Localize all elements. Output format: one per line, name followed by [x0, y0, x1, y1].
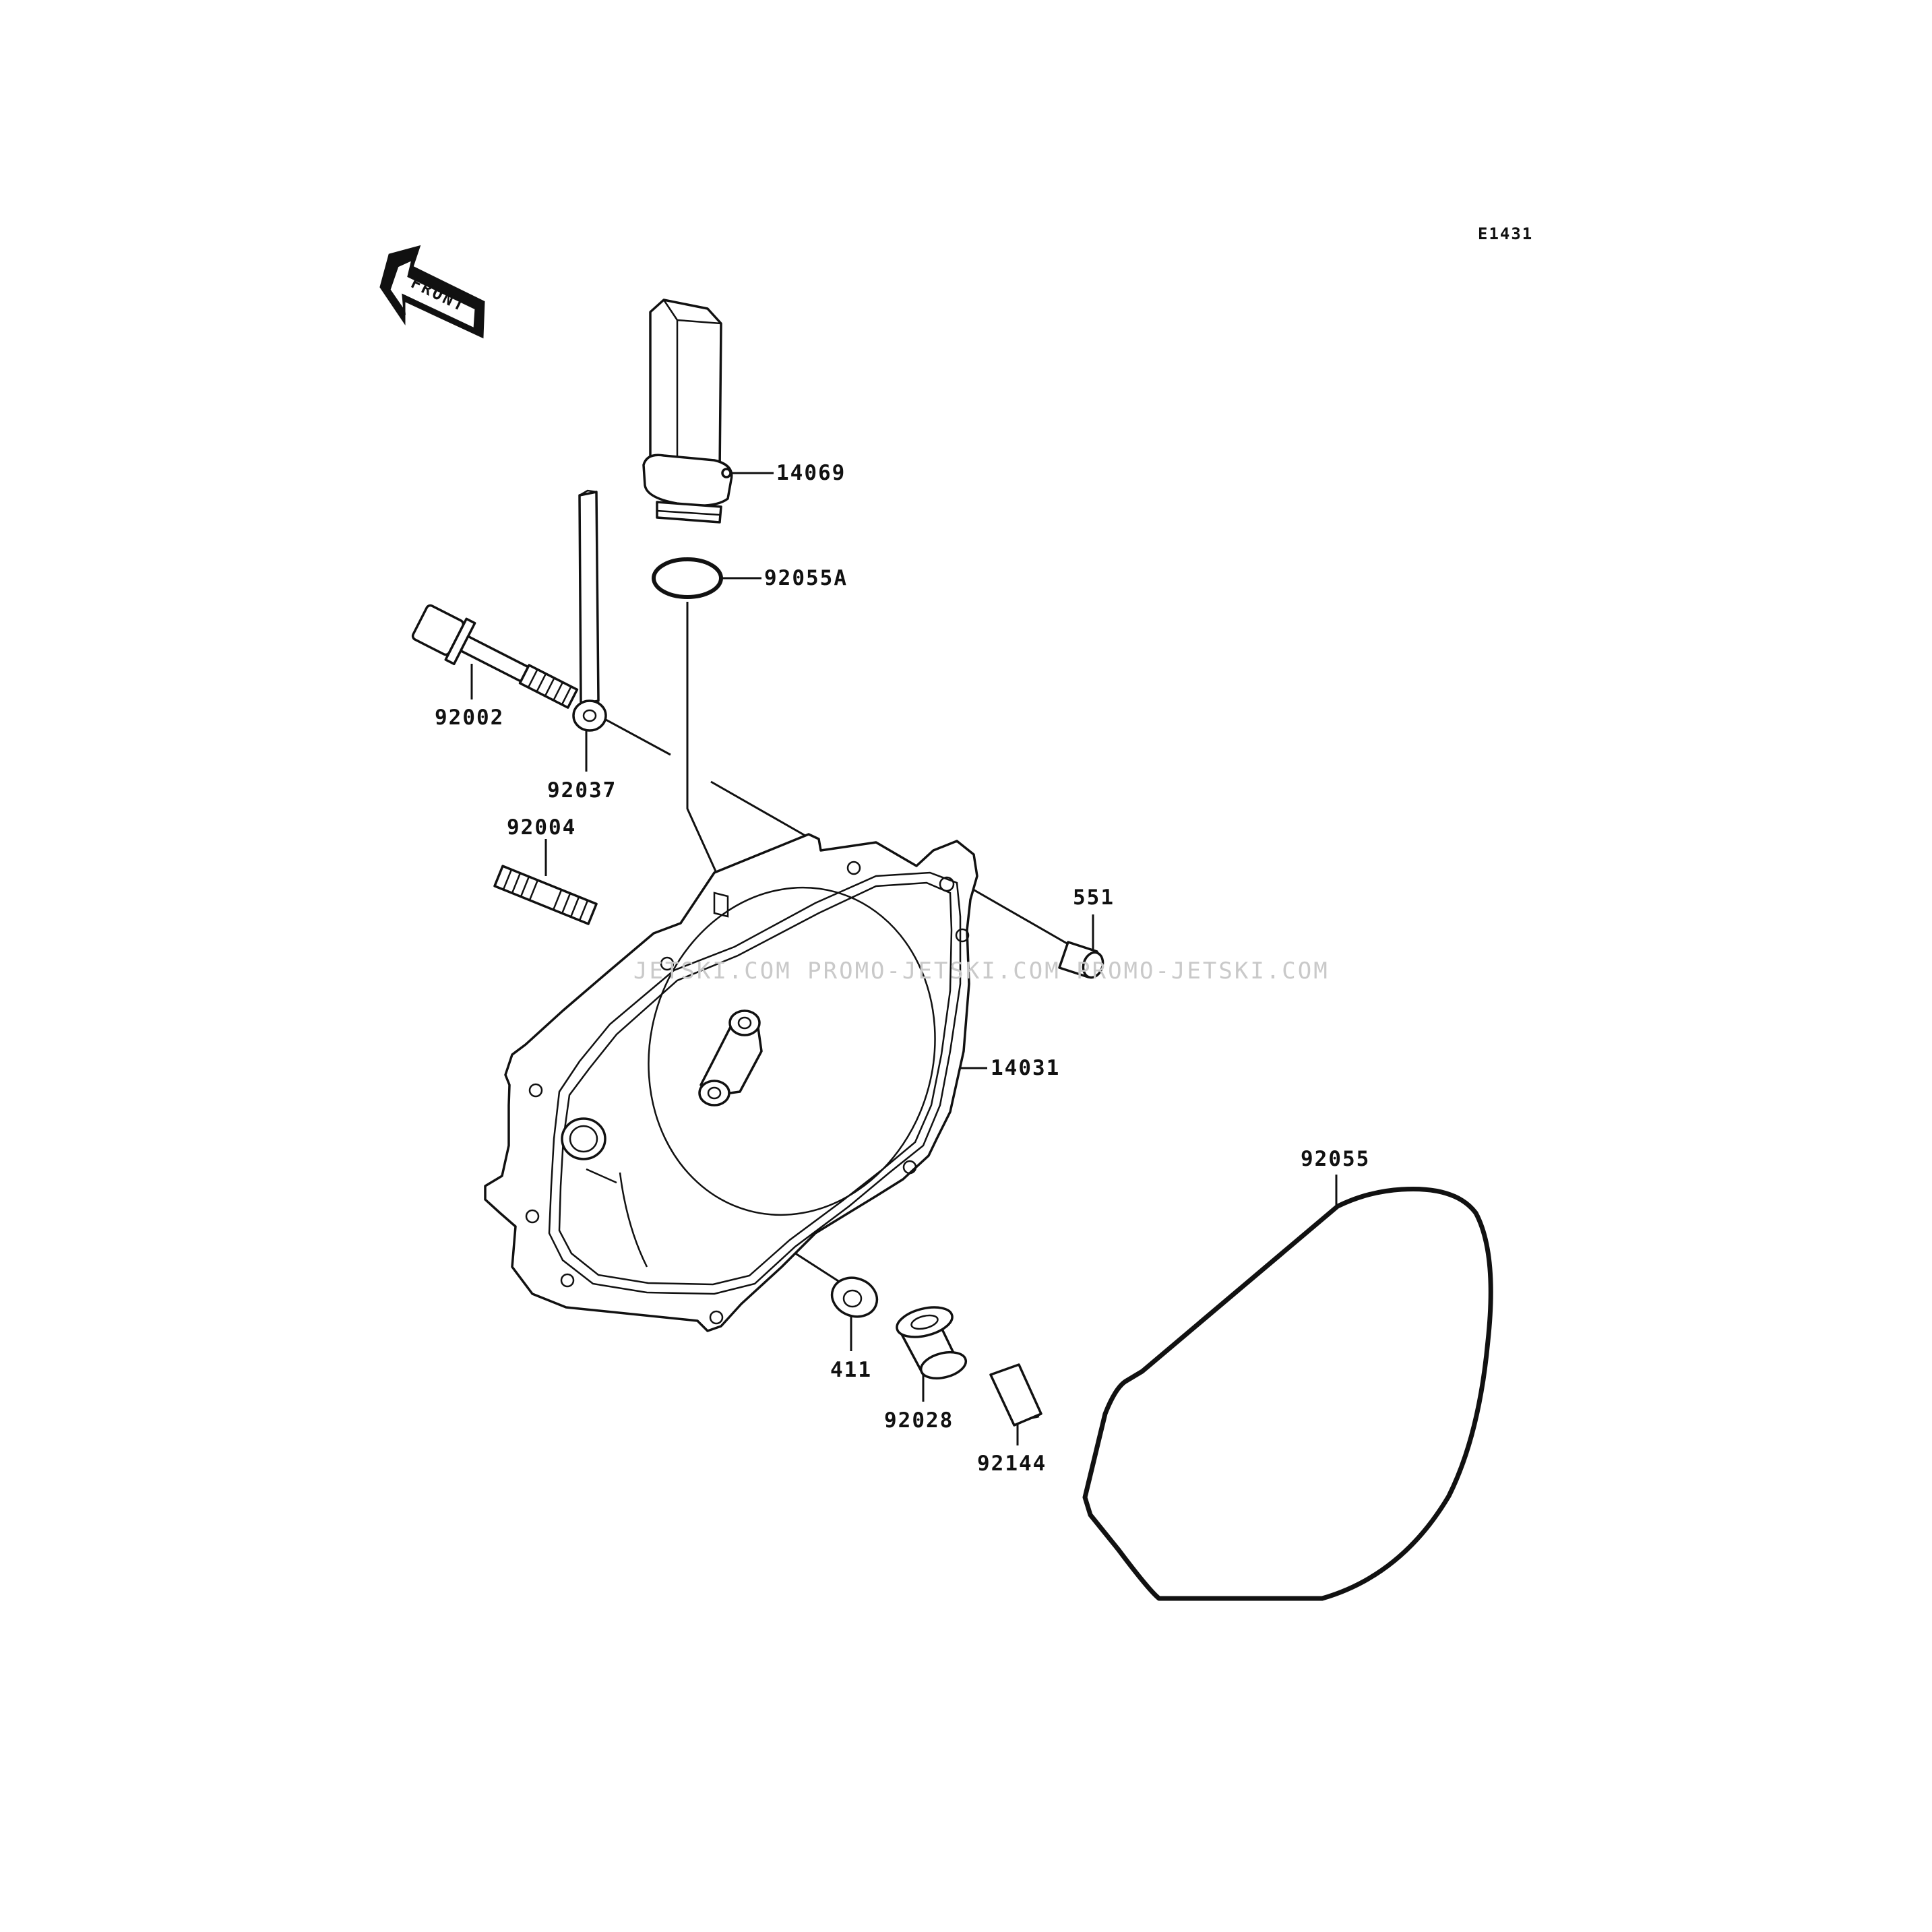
part-label-92004: 92004 [507, 815, 576, 840]
gasket-part [1082, 1186, 1493, 1601]
part-label-14031: 14031 [991, 1056, 1060, 1080]
spring-part [989, 1363, 1042, 1427]
part-label-92055: 92055 [1301, 1147, 1370, 1171]
engine-cover-part [484, 833, 978, 1332]
dipstick-part [572, 489, 607, 732]
watermark-text: JETSKI.COM PROMO-JETSKI.COM PROMO-JETSKI… [633, 958, 1330, 985]
dowel-pin-part [1058, 941, 1104, 979]
part-label-411: 411 [830, 1358, 872, 1382]
part-label-92037: 92037 [547, 778, 617, 803]
oil-filler-cap-part [642, 299, 733, 524]
part-label-14069: 14069 [776, 461, 846, 485]
stud-bolt-part [493, 865, 598, 925]
part-label-92144: 92144 [977, 1452, 1047, 1476]
part-label-551: 551 [1073, 885, 1115, 910]
diagram-code: E1431 [1478, 224, 1533, 243]
front-arrow-icon: FRONT [379, 245, 485, 339]
washer-part [830, 1276, 879, 1318]
flange-bolt-part [411, 604, 579, 709]
part-label-92028: 92028 [884, 1408, 954, 1433]
part-label-92055A: 92055A [764, 566, 848, 590]
o-ring-part [652, 557, 723, 599]
collar-part [896, 1306, 968, 1380]
part-label-92002: 92002 [435, 706, 504, 730]
